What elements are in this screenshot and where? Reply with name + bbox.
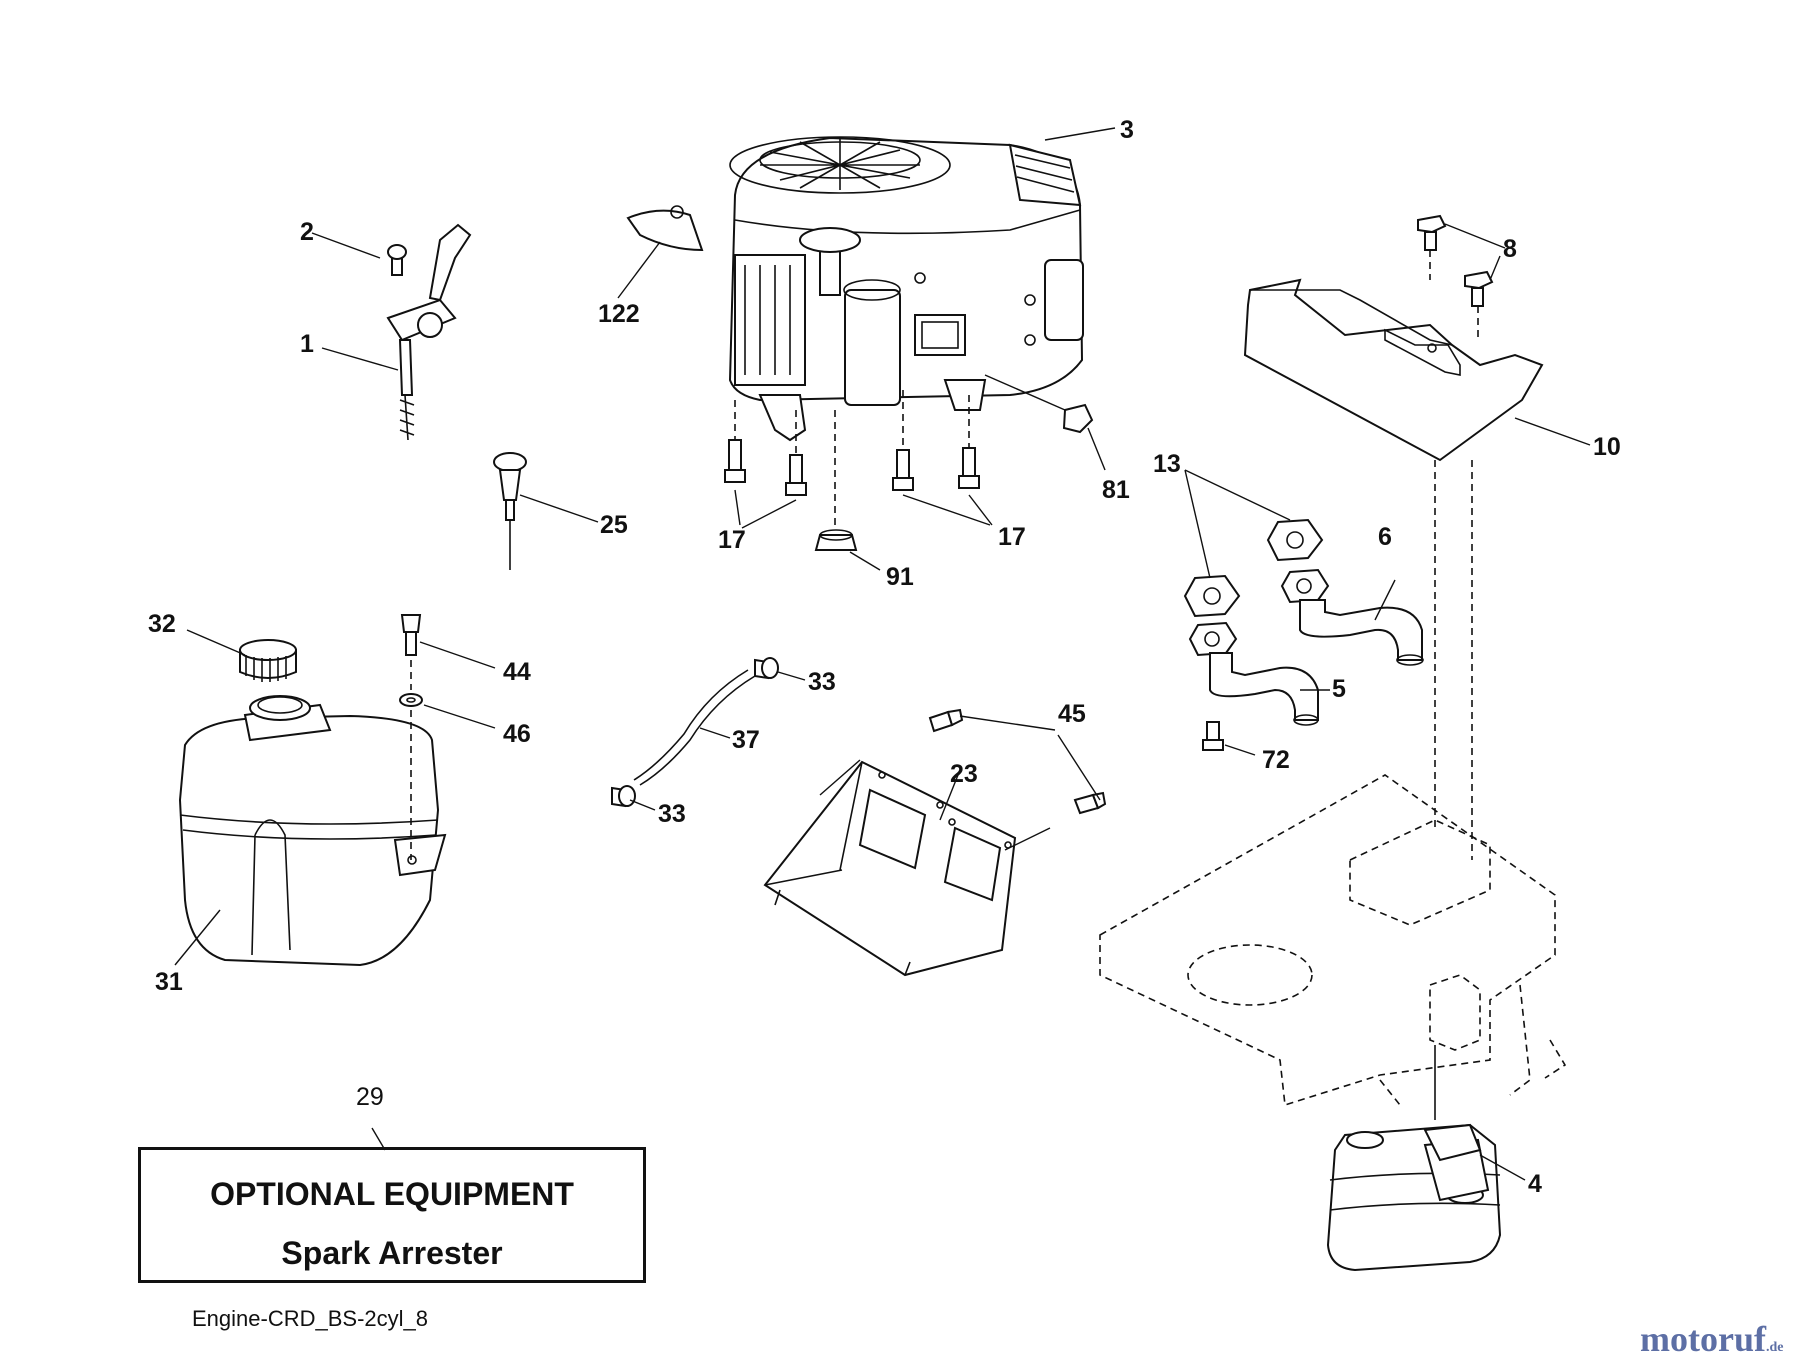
watermark-brand: motoruf [1640,1319,1766,1359]
optional-equipment-box: OPTIONAL EQUIPMENT Spark Arrester [138,1147,646,1283]
callout-46: 46 [503,720,531,748]
callout-3: 3 [1120,116,1134,144]
callout-17-left: 17 [718,526,746,554]
callout-29: 29 [356,1083,384,1111]
callout-10: 10 [1593,433,1621,461]
callout-2: 2 [300,218,314,246]
callout-23: 23 [950,760,978,788]
watermark-logo: motoruf.de [1640,1318,1783,1360]
shield-plate-icon [1243,214,1591,860]
callout-6: 6 [1378,523,1392,551]
screw-washer-icon [399,614,496,860]
callout-33-top: 33 [808,668,836,696]
dipstick-icon [493,452,599,570]
grommet-icon [814,529,881,571]
frame-icon [1099,774,1567,1120]
callout-37: 37 [732,726,760,754]
callout-13: 13 [1153,450,1181,478]
muffler-icon [1326,1123,1526,1272]
heat-shield-icon [763,708,1107,977]
callout-31: 31 [155,968,183,996]
callout-72: 72 [1262,746,1290,774]
callout-labels: 2 1 122 3 81 17 17 91 25 32 44 46 31 33 … [148,116,1621,1198]
callout-91: 91 [886,563,914,591]
diagram-code: Engine-CRD_BS-2cyl_8 [192,1306,428,1331]
exhaust-pipe-icon [1188,568,1424,756]
fuel-line-icon [611,657,806,811]
nut-icon [984,374,1106,471]
callout-44: 44 [503,658,531,686]
watermark-tld: .de [1765,1340,1784,1355]
throttle-control-icon [311,223,472,441]
optional-equipment-subtitle: Spark Arrester [281,1235,503,1271]
callout-29-leader [371,1127,386,1151]
engine-icon [728,127,1116,442]
callout-122: 122 [598,300,640,328]
fuel-cap-icon [186,629,297,682]
callout-5: 5 [1332,675,1346,703]
callout-45: 45 [1058,700,1086,728]
optional-equipment-title: OPTIONAL EQUIPMENT [210,1176,574,1212]
callout-81: 81 [1102,476,1130,504]
fuel-tank-icon [174,695,447,967]
callout-33-bottom: 33 [658,800,686,828]
breather-tube-icon [617,205,704,299]
callout-17-right: 17 [998,523,1026,551]
callout-25: 25 [600,511,628,539]
callout-1: 1 [300,330,314,358]
callout-8: 8 [1503,235,1517,263]
callout-4: 4 [1528,1170,1542,1198]
bolt-icon [724,390,993,530]
callout-32: 32 [148,610,176,638]
gasket-icon [1183,469,1324,618]
